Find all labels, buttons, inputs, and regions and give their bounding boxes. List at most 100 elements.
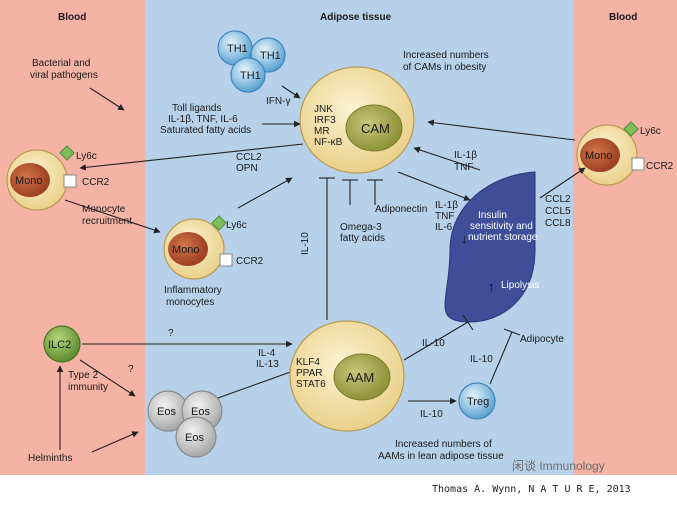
mono-recruit-line1: Monocyte — [82, 204, 126, 215]
watermark-label: 闲谈 Immunology — [512, 459, 605, 473]
ccl2-right: CCL2 — [545, 194, 571, 205]
il10-treg-label: IL-10 — [420, 409, 443, 420]
insulin-line2: sensitivity and — [470, 221, 533, 232]
treg-il10-inhibit-line — [489, 331, 513, 385]
aam-il10-inhibit-line — [403, 321, 469, 361]
tnf-mid: TNF — [435, 211, 454, 222]
ccr2-left-label: CCR2 — [82, 177, 110, 188]
ilc2-to-eos-arrow — [79, 359, 136, 397]
ccr2-inflam-label: CCR2 — [236, 256, 264, 267]
adipocyte-shape — [444, 171, 536, 323]
mono-recruit-line2: recruitment — [82, 216, 132, 227]
ccl2-label: CCL2 — [236, 152, 262, 163]
ccl2-arrow-to-mono — [79, 143, 304, 171]
eos-to-aam-arrow — [217, 368, 297, 399]
bacterial-label-line1: Bacterial and — [32, 58, 90, 69]
type2-line1: Type 2 — [68, 370, 98, 381]
ilc2-label: ILC2 — [48, 339, 71, 351]
aam-factor-klf4: KLF4 — [296, 357, 320, 368]
adipocyte-il1b-arrow — [413, 146, 481, 171]
eos-label: Eos — [185, 432, 204, 444]
mono-inflammatory-cell: Mono — [163, 215, 233, 280]
down-arrow-icon: ↓ — [461, 231, 468, 246]
ly6c-receptor-icon — [211, 215, 227, 231]
ifn-arrow — [281, 85, 301, 99]
ifn-gamma-label: IFN-γ — [266, 96, 290, 107]
mono-inflam-label: Mono — [172, 244, 200, 256]
lipolysis-label: Lipolysis — [501, 280, 539, 291]
inflam-mono-line1: Inflammatory — [164, 285, 222, 296]
cam-factor-mr: MR — [314, 126, 330, 137]
cam-factor-irf3: IRF3 — [314, 115, 336, 126]
ccl5-right: CCL5 — [545, 206, 571, 217]
cam-to-adipocyte-arrow — [397, 171, 471, 201]
ccl8-right: CCL8 — [545, 218, 571, 229]
ccr2-receptor-icon — [219, 253, 233, 267]
treg-il10-inhibit-bar — [503, 328, 521, 336]
il10-aam-label: IL-10 — [422, 338, 445, 349]
recruitment-arrow — [64, 199, 161, 234]
adiponectin-label: Adiponectin — [375, 204, 427, 215]
blood-left-region — [0, 0, 145, 475]
up-arrow-icon: ↑ — [488, 279, 495, 294]
mono-right-cell: Mono — [576, 121, 645, 186]
insulin-line1: Insulin — [478, 210, 507, 221]
il4-label: IL-4 — [258, 348, 276, 359]
mono-left-label: Mono — [15, 175, 43, 187]
blood-right-region — [573, 0, 677, 475]
ly6c-receptor-icon — [59, 145, 75, 161]
cam-factor-nfkb: NF-κB — [314, 137, 343, 148]
th1-label: TH1 — [240, 70, 261, 82]
opn-label: OPN — [236, 163, 258, 174]
th1-cluster: TH1 TH1 TH1 — [217, 30, 286, 93]
aam-label: AAM — [346, 370, 374, 385]
aam-il10-inhibit-bar — [462, 314, 474, 331]
toll-line2: IL-1β, TNF, IL-6 — [168, 114, 238, 125]
pathogen-arrow — [89, 87, 125, 111]
mono-left-cell: Mono — [6, 145, 77, 211]
mono-right-to-cam-arrow — [427, 119, 576, 141]
toll-line1: Toll ligands — [172, 103, 221, 114]
insulin-line3: nutrient storage — [468, 232, 538, 243]
type2-line2: immunity — [68, 382, 108, 393]
aam-factor-ppar: PPAR — [296, 368, 323, 379]
omega3-line1: Omega-3 — [340, 222, 382, 233]
tnf-top: TNF — [454, 162, 473, 173]
blood-right-header: Blood — [609, 12, 637, 23]
eos-label: Eos — [191, 406, 210, 418]
ly6c-left-label: Ly6c — [76, 151, 97, 162]
adipose-header: Adipose tissue — [320, 12, 392, 23]
aam-factor-stat6: STAT6 — [296, 379, 326, 390]
increased-cams-line2: of CAMs in obesity — [403, 62, 486, 73]
il13-label: IL-13 — [256, 359, 279, 370]
cam-label: CAM — [361, 121, 390, 136]
aam-cell: AAM KLF4 PPAR STAT6 — [289, 320, 405, 432]
ly6c-right-label: Ly6c — [640, 126, 661, 137]
mono-to-cam-arrow — [237, 177, 293, 209]
il6-mid: IL-6 — [435, 222, 453, 233]
treg-label: Treg — [467, 396, 489, 408]
toll-line3: Saturated fatty acids — [160, 125, 251, 136]
il1b-mid: IL-1β — [435, 200, 458, 211]
helminth-to-eos-arrow — [91, 431, 139, 453]
ccl-arrow — [539, 167, 586, 199]
inflam-mono-line2: monocytes — [166, 297, 214, 308]
th1-label: TH1 — [227, 43, 248, 55]
ccr2-right-label: CCR2 — [646, 161, 674, 172]
adipocyte-label: Adipocyte — [520, 334, 564, 345]
credit-label: Thomas A. Wynn, N A T U R E, 2013 — [432, 484, 631, 495]
ly6c-receptor-icon — [623, 121, 639, 137]
ilc2-cell: ILC2 — [43, 325, 81, 363]
ccr2-receptor-icon — [631, 157, 645, 171]
il1b-top: IL-1β — [454, 150, 477, 161]
question-2: ? — [128, 364, 134, 375]
increased-aams-line2: AAMs in lean adipose tissue — [378, 451, 504, 462]
omega3-line2: fatty acids — [340, 233, 385, 244]
treg-cell: Treg — [458, 382, 496, 420]
ccr2-receptor-icon — [63, 174, 77, 188]
th1-label: TH1 — [260, 50, 281, 62]
il10-treg-up-label: IL-10 — [470, 354, 493, 365]
bacterial-label-line2: viral pathogens — [30, 70, 98, 81]
